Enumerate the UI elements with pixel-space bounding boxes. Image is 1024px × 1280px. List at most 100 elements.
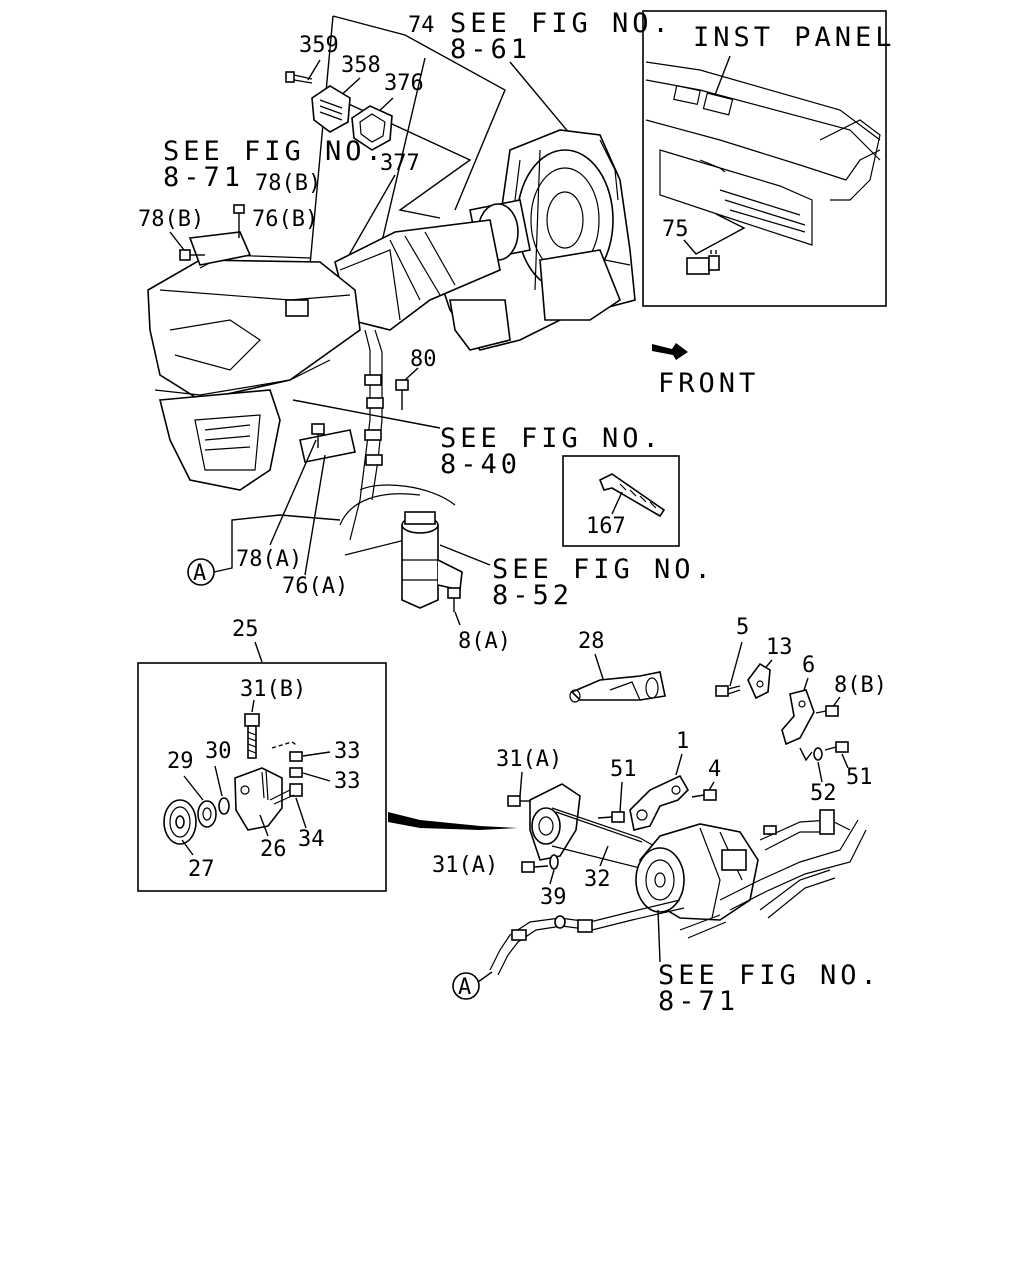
part-6-leader	[803, 677, 809, 691]
ref-8-71-bottom-line2: 8-71	[658, 986, 739, 1017]
part-39-leader	[549, 869, 555, 885]
part-167-leader	[611, 491, 623, 515]
part-51b-leader	[841, 753, 849, 769]
bolt-31B	[244, 713, 260, 759]
refrigerant-pipes	[339, 329, 456, 556]
pulley-27	[163, 799, 197, 845]
connector-A-top-letter: A	[193, 561, 206, 586]
ref-8-71-top-line1: SEE FIG NO.	[163, 136, 386, 167]
ref-8-61-leader	[509, 61, 576, 141]
washer-30	[218, 797, 230, 815]
part-78A-label: 78(A)	[236, 547, 302, 572]
part-76B-label: 76(B)	[252, 207, 318, 232]
ref-8-52-line2: 8-52	[492, 580, 573, 611]
bracket-76B	[188, 231, 252, 266]
part-8A-label: 8(A)	[458, 629, 511, 654]
bolt-4	[691, 789, 717, 801]
ref-8-61-line1: SEE FIG NO.	[450, 8, 673, 39]
inst-panel-inset: INST PANEL 75	[642, 10, 896, 307]
bolt-8B	[815, 705, 839, 717]
part-27-leader	[181, 839, 194, 856]
part-1-leader	[675, 753, 683, 776]
part-32-leader	[599, 845, 609, 867]
part-52-leader	[817, 761, 823, 783]
part-26-label: 26	[260, 837, 287, 862]
part-376-label: 376	[384, 71, 424, 96]
bolt-51-left	[597, 811, 625, 823]
idler-inset: 31(B) 29 30 33 33 34 26 27	[137, 662, 387, 892]
part-31A-label-a: 31(A)	[496, 747, 562, 772]
idler-inset-frame	[137, 662, 387, 892]
part-29-label: 29	[167, 749, 194, 774]
washer-52	[813, 747, 823, 761]
bolt-34	[269, 783, 303, 805]
part-78B-label-b: 78(B)	[138, 207, 204, 232]
part-376-leader-b	[379, 57, 426, 251]
part-31B-leader	[251, 699, 255, 713]
part-359-leader	[307, 59, 321, 81]
inst-panel-leader	[714, 55, 731, 96]
part-33-label-b: 33	[334, 769, 361, 794]
part-74-label: 74	[408, 13, 435, 38]
part-34-label: 34	[298, 827, 325, 852]
part-76A-label: 76(A)	[282, 574, 348, 599]
bolt-5	[715, 685, 741, 697]
front-indicator: FRONT	[652, 343, 755, 399]
part-28-label: 28	[578, 629, 605, 654]
connector-A-bottom	[452, 972, 480, 1000]
tensioner-hint-line	[271, 741, 299, 749]
nuts-33	[289, 751, 303, 778]
ref-8-71-bottom-line1: SEE FIG NO.	[658, 960, 881, 991]
connector-A-top-line	[213, 514, 341, 573]
part-78B-label-a: 78(B)	[255, 171, 321, 196]
screw-78B-left	[179, 249, 205, 261]
duct-377	[334, 219, 501, 331]
compressor	[635, 823, 759, 921]
ref-8-52-line1: SEE FIG NO.	[492, 554, 715, 585]
inst-panel-frame	[642, 10, 887, 307]
part-27-label: 27	[188, 857, 215, 882]
part-74-leader-b	[309, 15, 334, 266]
receiver-drier	[401, 511, 463, 609]
ref-8-40-leader	[292, 399, 441, 429]
gasket-376	[351, 105, 393, 151]
screw-359	[285, 71, 313, 84]
ref-8-71-top-line2: 8-71	[163, 162, 244, 193]
part-80-leader	[404, 367, 419, 381]
part-5-leader	[729, 641, 743, 687]
part-33-label-a: 33	[334, 739, 361, 764]
part-30-leader	[214, 765, 223, 797]
inst-panel-title: INST PANEL	[693, 22, 896, 53]
connector-75	[686, 250, 720, 275]
bracket-76A	[299, 429, 356, 463]
ref-8-61-line2: 8-61	[450, 34, 531, 65]
part-75-label: 75	[662, 217, 689, 242]
part-359-label: 359	[299, 33, 339, 58]
screw-80	[395, 379, 409, 410]
part-76A-leader	[304, 454, 326, 576]
front-arrow-icon	[652, 343, 688, 360]
grille-358	[311, 85, 351, 133]
part-51a-label: 51	[610, 757, 637, 782]
bolt-31A-lower	[521, 861, 549, 873]
part-377-leader	[339, 99, 472, 219]
part-5-label: 5	[736, 615, 749, 640]
part-80-label: 80	[410, 347, 437, 372]
inset-pointer	[388, 812, 518, 830]
part-34-leader	[295, 797, 307, 829]
part-6-label: 6	[802, 653, 815, 678]
ref-8-52-leader	[439, 544, 491, 566]
part-25-leader	[254, 641, 263, 663]
part-1-label: 1	[676, 729, 689, 754]
screw-8A	[447, 587, 461, 612]
part-26-leader	[259, 814, 269, 837]
tie-inset: 167	[562, 455, 680, 547]
part-30-label: 30	[205, 739, 232, 764]
discharge-hose	[489, 899, 685, 976]
part-377-leader-b	[344, 174, 396, 263]
ref-8-40-line2: 8-40	[440, 449, 521, 480]
blower-unit	[439, 129, 636, 351]
bearing-29	[197, 800, 217, 828]
part-33-leader-b	[302, 772, 331, 782]
